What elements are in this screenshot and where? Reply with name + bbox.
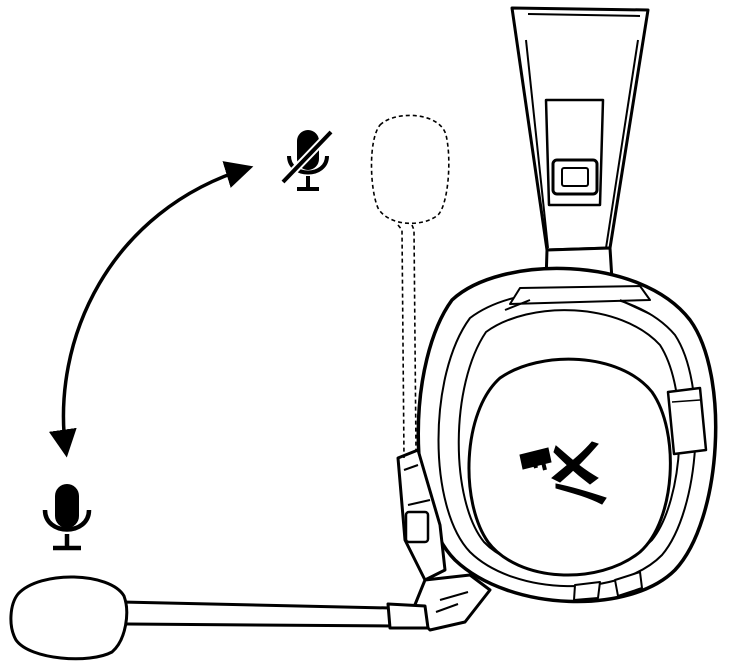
- microphone-icon: [45, 484, 89, 548]
- headset-ear-cup: [418, 268, 715, 601]
- rotation-arrow: [63, 168, 248, 452]
- headset-headband: [512, 8, 648, 282]
- microphone-muted-icon: [283, 130, 331, 189]
- mic-boom-lowered: [11, 450, 490, 659]
